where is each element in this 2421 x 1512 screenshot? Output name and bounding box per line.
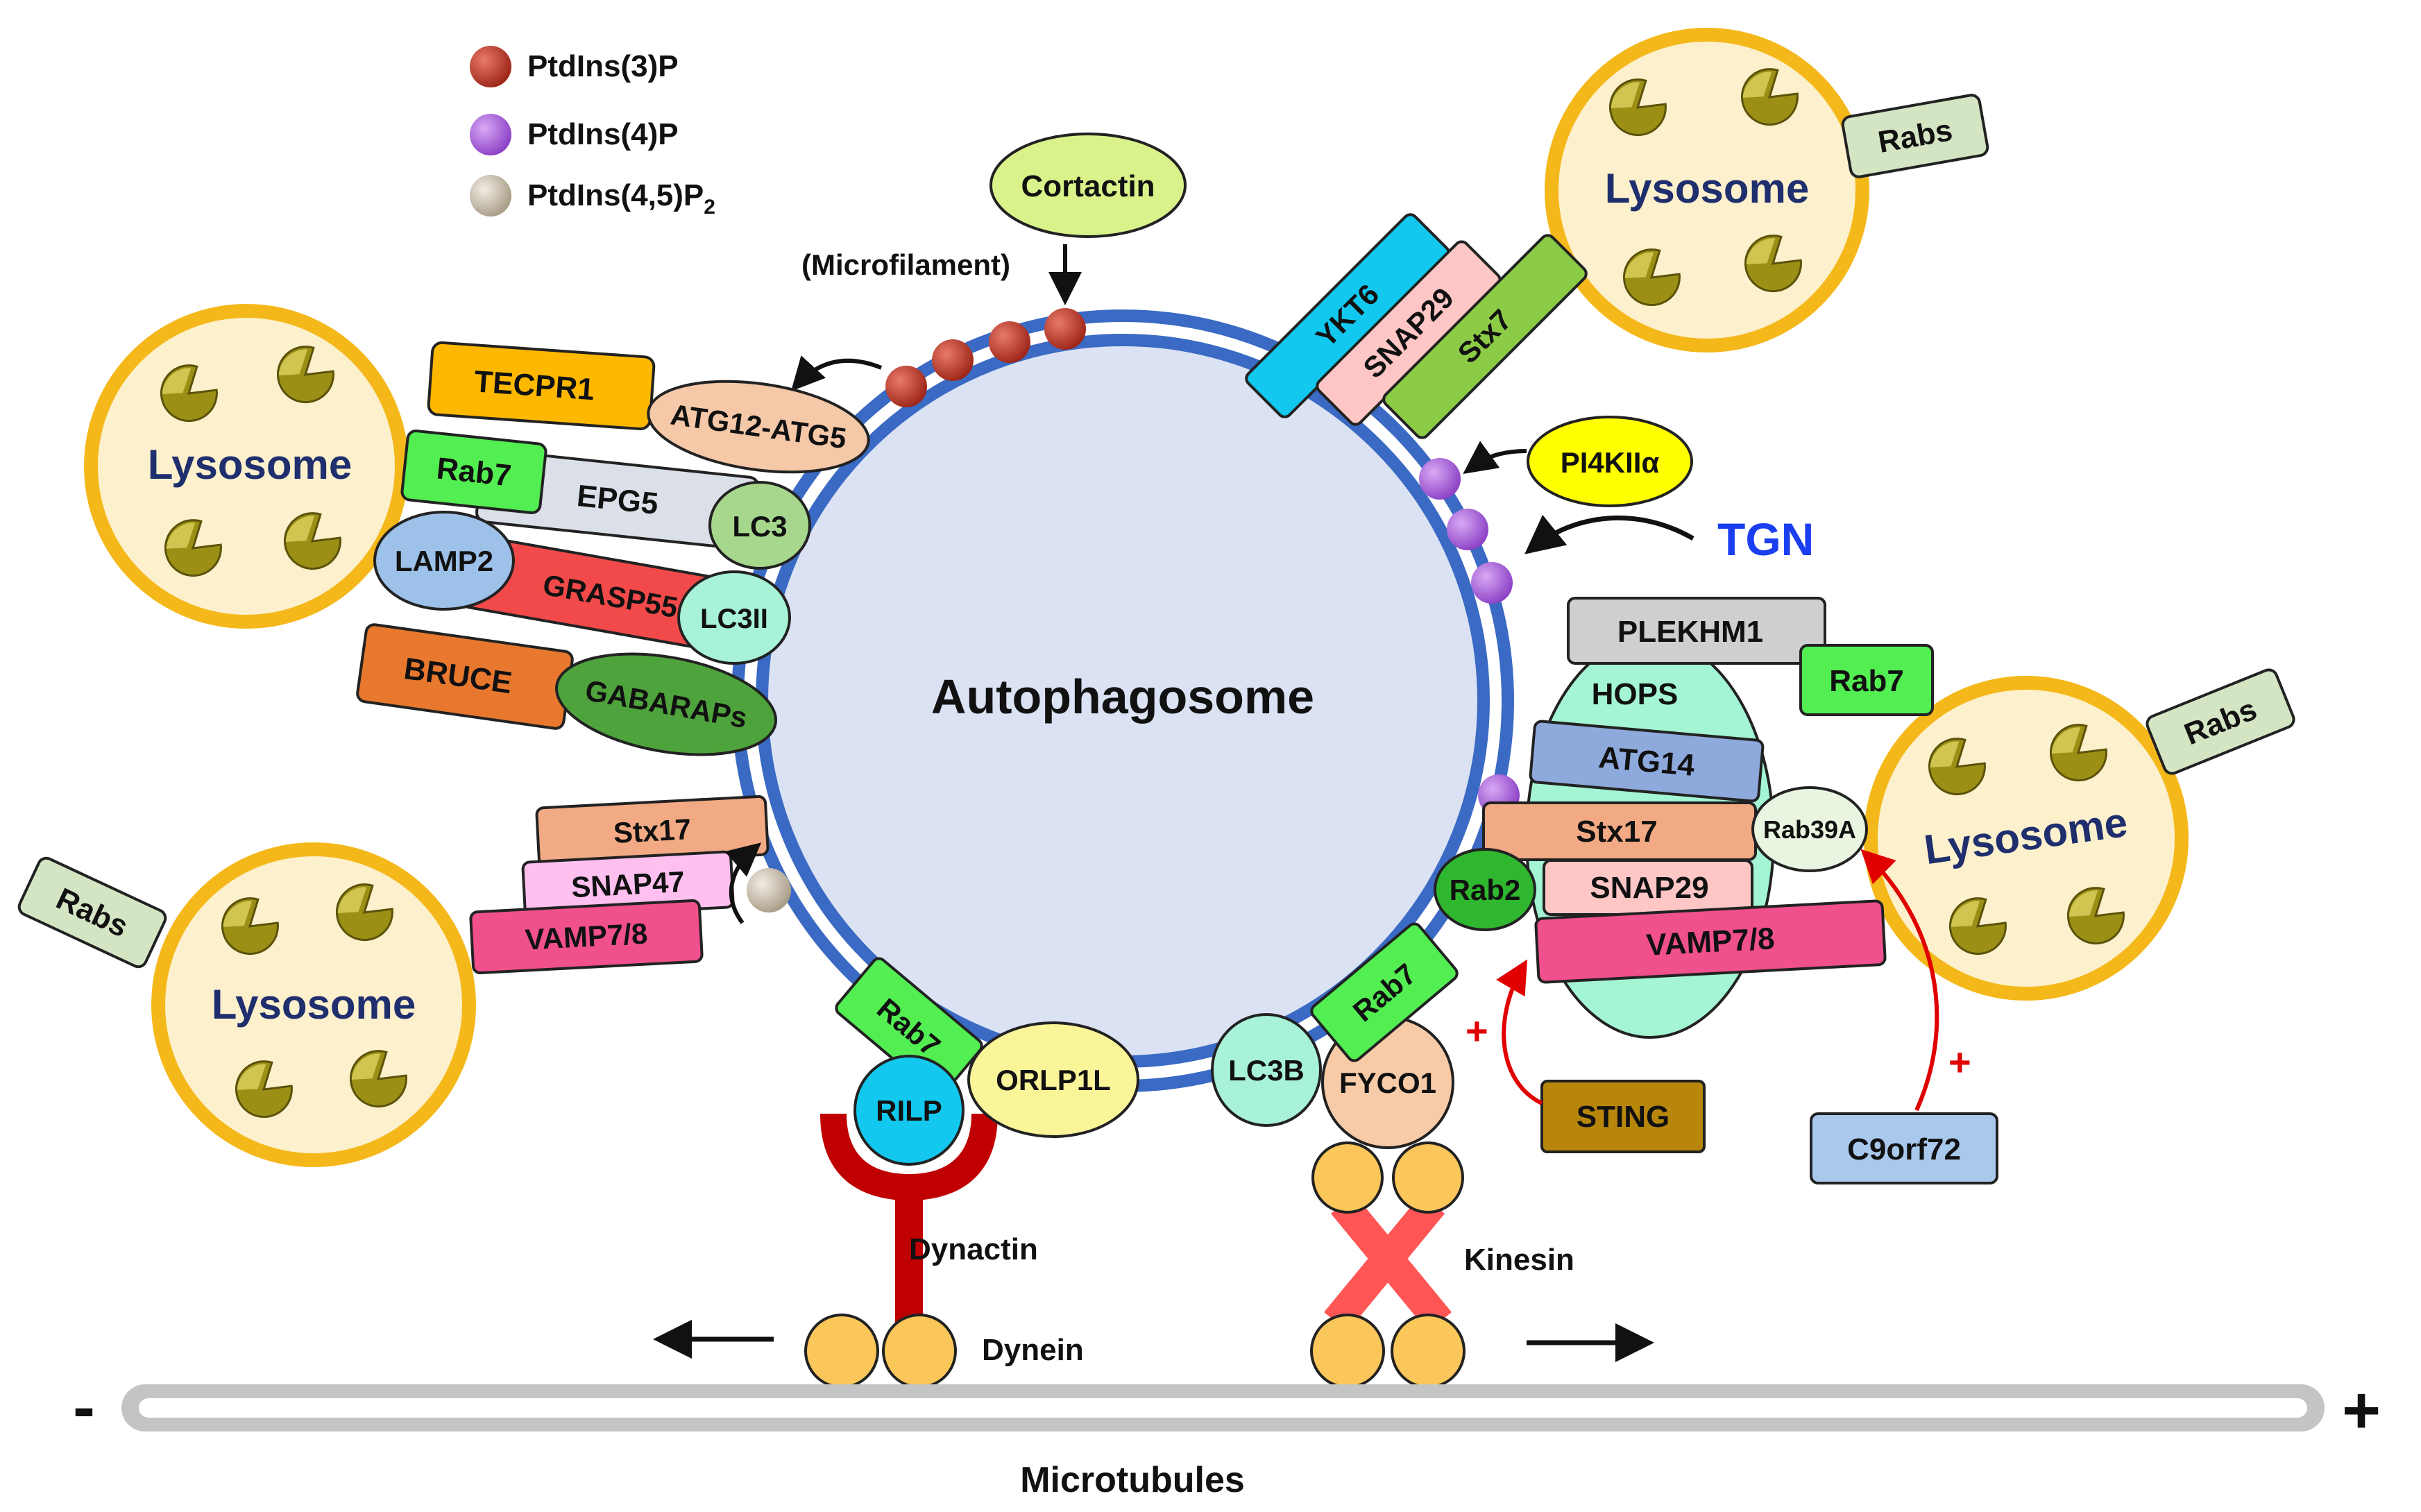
lamp2-label: LAMP2 <box>395 545 493 577</box>
lysosome-right: Lysosome <box>1864 676 2189 1001</box>
rab7-label: Rab7 <box>435 452 513 493</box>
cortactin: Cortactin <box>989 133 1187 238</box>
lysosome-label: Lysosome <box>148 441 352 488</box>
rab7-label: Rab7 <box>1829 664 1904 698</box>
gabaraps: GABARAPs <box>554 652 778 756</box>
vamp-label: VAMP7/8 <box>525 917 649 955</box>
pi4k-arrow <box>1463 441 1527 475</box>
stx17-right: Stx17 <box>1482 801 1757 861</box>
lysosome-left-upper: Lysosome <box>84 304 409 629</box>
dynein-label: Dynein <box>982 1333 1084 1367</box>
hops-label: HOPS <box>1592 677 1679 711</box>
c9orf72-label: C9orf72 <box>1847 1132 1961 1166</box>
rabs-tag-left: Rabs <box>17 856 167 969</box>
lamp2: LAMP2 <box>373 511 515 611</box>
plekhm1-label: PLEKHM1 <box>1617 615 1763 649</box>
dynactin-label: Dynactin <box>909 1232 1038 1266</box>
rab7-upper-left: Rab7 <box>400 430 547 514</box>
pi4k2a: PI4KIIα <box>1527 416 1693 507</box>
rab39a: Rab39A <box>1751 786 1868 872</box>
stx17-label: Stx17 <box>613 813 692 849</box>
ptdins4p-swatch <box>470 114 511 155</box>
lysosome-top-right: Lysosome <box>1545 28 1869 352</box>
tgn-label: TGN <box>1717 513 1814 565</box>
rilp: RILP <box>853 1055 965 1166</box>
microtubule-minus-end: - <box>73 1370 95 1444</box>
lc3: LC3 <box>708 481 811 570</box>
lc3b-label: LC3B <box>1228 1054 1305 1087</box>
rilp-label: RILP <box>876 1094 942 1127</box>
autophagosome-label: Autophagosome <box>931 670 1314 724</box>
c9orf72: C9orf72 <box>1810 1112 1998 1184</box>
sting-arrow <box>1496 959 1543 1105</box>
c9orf72-arrow <box>1860 849 1939 1112</box>
lc3b: LC3B <box>1211 1013 1322 1127</box>
rab2: Rab2 <box>1434 848 1536 931</box>
legend-ptdins4p: PtdIns(4)P <box>527 117 679 151</box>
atg14: ATG14 <box>1529 720 1765 803</box>
lc3ii-label: LC3II <box>700 604 768 634</box>
lysosome-label: Lysosome <box>212 981 416 1028</box>
tgn-arrow <box>1524 514 1694 554</box>
microtubules-label: Microtubules <box>1020 1460 1245 1500</box>
sting-plus: + <box>1466 1009 1488 1053</box>
fyco1-label: FYCO1 <box>1339 1067 1436 1099</box>
rab7-bottom-right: Rab7 <box>1310 922 1459 1062</box>
rabs-tag-right: Rabs <box>2146 668 2295 775</box>
microfilament-label: (Microfilament) <box>801 248 1010 281</box>
autophagosome: Autophagosome <box>731 309 1514 1092</box>
rab7-right: Rab7 <box>1799 644 1934 716</box>
lc3ii: LC3II <box>677 570 791 665</box>
ptdins3p-swatch <box>470 46 511 87</box>
lc3-label: LC3 <box>732 510 787 543</box>
snap47-label: SNAP47 <box>570 865 686 903</box>
ptdins3p-to-atg12-arrow <box>790 355 883 391</box>
dynein <box>804 1314 957 1388</box>
bruce: BRUCE <box>356 623 574 730</box>
ptdins3p-lipids <box>885 308 1086 407</box>
pi4k-label: PI4KIIα <box>1561 446 1660 479</box>
ptdins45p2-lipid <box>747 868 791 912</box>
atg14-label: ATG14 <box>1597 740 1697 783</box>
legend-ptdins45p2: PtdIns(4,5)P2 <box>527 178 715 219</box>
ptdins45p2-swatch <box>470 175 511 216</box>
rab39a-label: Rab39A <box>1763 815 1856 844</box>
rabs-tag-top-right: Rabs <box>1841 94 1989 178</box>
snap29-right: SNAP29 <box>1543 859 1753 916</box>
lysosome-label: Lysosome <box>1605 165 1810 212</box>
tecpr1-label: TECPR1 <box>473 364 596 407</box>
grasp55: GRASP55 <box>460 534 733 652</box>
microtubule-plus-end: + <box>2342 1373 2381 1447</box>
orlp1l-label: ORLP1L <box>996 1064 1111 1096</box>
c9orf72-plus: + <box>1948 1040 1971 1084</box>
orlp1l: ORLP1L <box>967 1021 1139 1138</box>
snap29-label: SNAP29 <box>1590 871 1708 905</box>
vamp78-right: VAMP7/8 <box>1534 899 1887 984</box>
atg12-atg5: ATG12-ATG5 <box>647 380 870 474</box>
rab7-bottom-left: Rab7 <box>835 957 983 1097</box>
kinesin-label: Kinesin <box>1464 1243 1574 1277</box>
microtubule <box>121 1384 2325 1432</box>
tecpr1: TECPR1 <box>427 341 656 431</box>
ptdins45p2-arrow <box>725 842 762 924</box>
sting-label: STING <box>1577 1100 1670 1134</box>
kinesin <box>1310 1141 1466 1388</box>
legend-ptdins3p: PtdIns(3)P <box>527 49 679 83</box>
sting: STING <box>1540 1080 1706 1153</box>
vamp-label: VAMP7/8 <box>1645 921 1775 962</box>
plekhm1: PLEKHM1 <box>1567 597 1826 665</box>
cortactin-label: Cortactin <box>1021 169 1155 203</box>
legend: PtdIns(3)P PtdIns(4)P PtdIns(4,5)P2 <box>470 46 715 219</box>
epg5-label: EPG5 <box>575 479 660 521</box>
stx17-label: Stx17 <box>1576 815 1657 849</box>
rab2-label: Rab2 <box>1450 874 1521 906</box>
lysosome-left-lower: Lysosome <box>151 842 476 1167</box>
vamp78-left: VAMP7/8 <box>469 899 704 975</box>
